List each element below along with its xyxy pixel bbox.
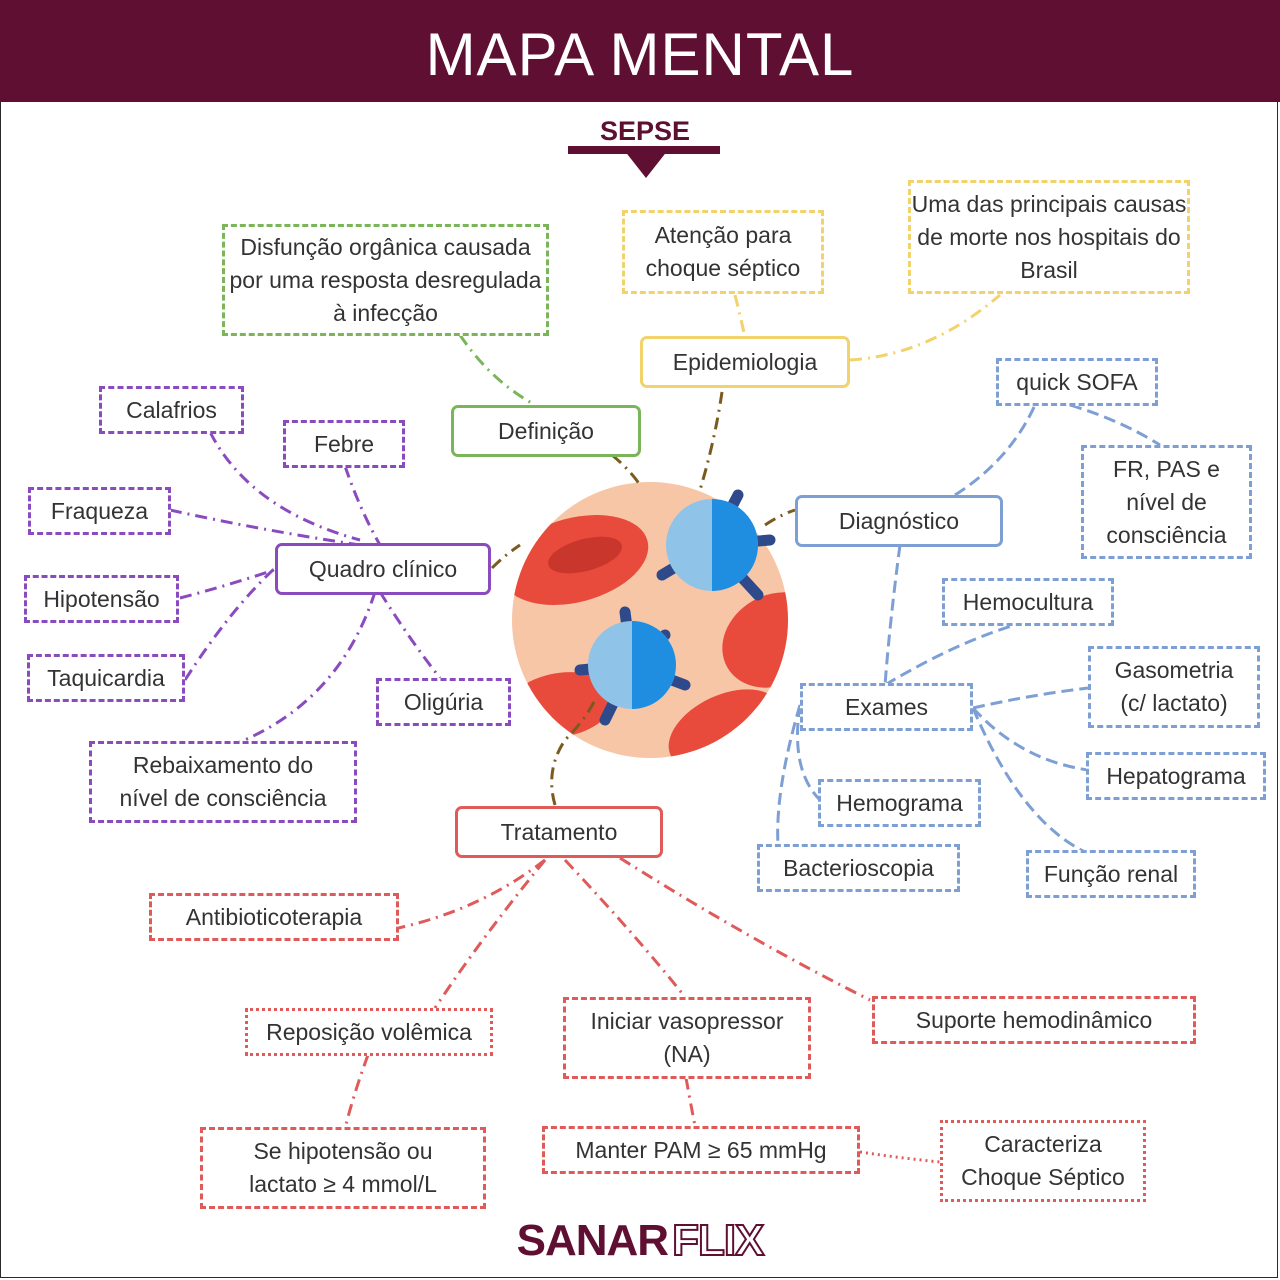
qsofa-detail-box: FR, PAS e nível de consciência [1081,445,1252,559]
topic-title: SEPSE [599,116,691,146]
symptom-calafrios: Calafrios [99,386,244,434]
reposicao-condition-note: Se hipotensão ou lactato ≥ 4 mmol/L [200,1127,486,1209]
page-title: MAPA MENTAL [425,21,855,88]
tratamento-reposicao-volemica: Reposição volêmica [245,1008,493,1056]
blood-cells-bacteria-icon [512,482,788,758]
vasopressor-target-note: Manter PAM ≥ 65 mmHg [542,1126,860,1174]
logo-part-sanar: SANAR [516,1216,669,1265]
tratamento-antibioticoterapia: Antibioticoterapia [149,893,399,941]
sanarflix-logo: SANAR FLIX [516,1213,766,1269]
exame-hemograma: Hemograma [818,779,981,827]
diagnostico-node: Diagnóstico [795,495,1003,547]
symptom-hipotensao: Hipotensão [24,575,179,623]
symptom-fraqueza: Fraqueza [28,487,171,535]
epidemiologia-node: Epidemiologia [640,336,850,388]
epidemiologia-note-choque: Atenção para choque séptico [622,210,824,294]
exame-bacterioscopia: Bacterioscopia [757,844,960,892]
exame-hepatograma: Hepatograma [1086,752,1266,800]
choque-septico-note: Caracteriza Choque Séptico [940,1120,1146,1202]
symptom-rebaixamento-consciencia: Rebaixamento do nível de consciência [89,741,357,823]
symptom-taquicardia: Taquicardia [27,654,185,702]
definicao-text-box: Disfunção orgânica causada por uma respo… [222,224,549,336]
logo-part-flix: FLIX [671,1215,765,1266]
symptom-oliguria: Oligúria [376,678,511,726]
qsofa-box: quick SOFA [996,358,1158,406]
header-bar: MAPA MENTAL [0,0,1280,102]
symptom-febre: Febre [283,420,405,468]
exame-funcao-renal: Função renal [1026,850,1196,898]
tratamento-node: Tratamento [455,806,663,858]
definicao-node: Definição [451,405,641,457]
subtitle-arrow-icon [568,146,720,178]
quadro-clinico-node: Quadro clínico [275,543,491,595]
tratamento-vasopressor: Iniciar vasopressor (NA) [563,997,811,1079]
exame-gasometria: Gasometria (c/ lactato) [1088,646,1260,728]
exame-hemocultura: Hemocultura [942,578,1114,626]
tratamento-suporte-hemodinamico: Suporte hemodinâmico [872,996,1196,1044]
exames-node: Exames [800,683,973,731]
epidemiologia-note-mortalidade: Uma das principais causas de morte nos h… [908,180,1190,294]
